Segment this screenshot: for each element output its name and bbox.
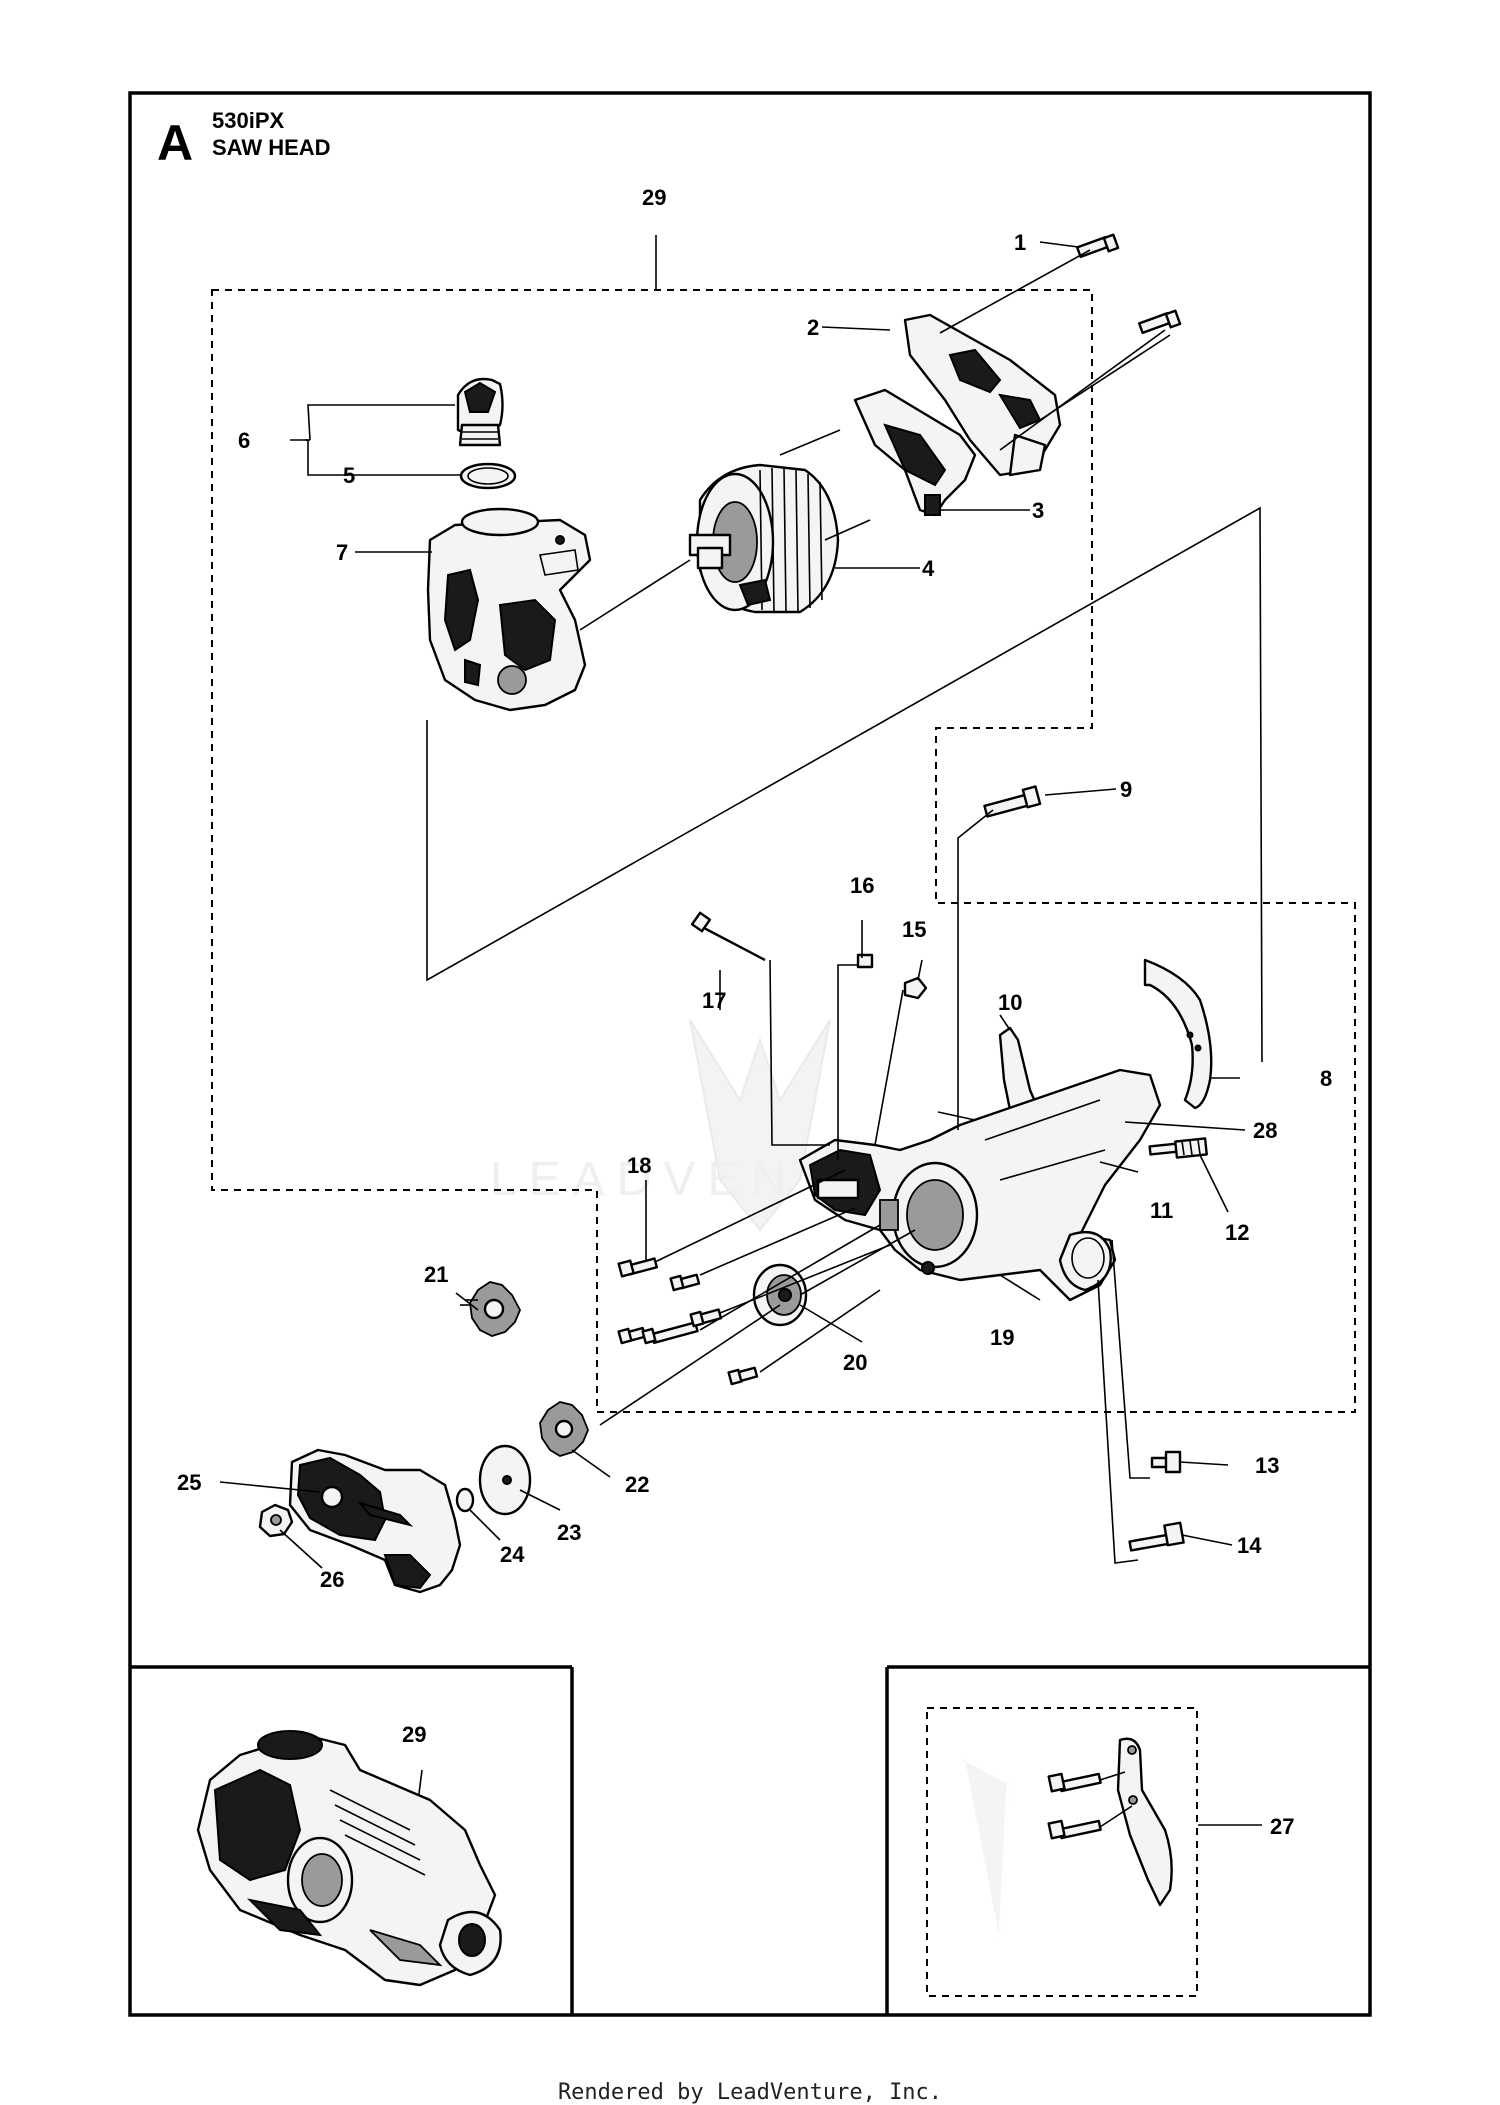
leader-lines (219, 241, 1262, 1826)
part-19-gear-housing (798, 1068, 1162, 1302)
housing-screw-a (669, 1273, 701, 1292)
callout-21: 21 (424, 1262, 448, 1287)
part-23-washer (478, 1444, 532, 1516)
callout-1: 1 (1014, 230, 1026, 255)
callout-11: 11 (1150, 1198, 1173, 1223)
callout-6: 6 (238, 428, 250, 453)
assembly-name: SAW HEAD (212, 135, 331, 160)
housing-screw-b (617, 1326, 647, 1345)
part-12-adjuster (1148, 1137, 1208, 1159)
callout-labels: 1 2 3 4 5 6 7 8 9 10 11 12 13 14 15 16 1… (177, 185, 1332, 1839)
callout-29-inset: 29 (402, 1722, 426, 1747)
part-17-bolt (690, 911, 766, 962)
callout-9: 9 (1120, 777, 1132, 802)
callout-3: 3 (1032, 498, 1044, 523)
part-16-clip (856, 953, 874, 969)
callout-13: 13 (1255, 1453, 1279, 1478)
housing-screw-e (727, 1366, 759, 1386)
part-4-motor (688, 463, 840, 614)
housing-screw-d (689, 1308, 723, 1328)
callout-29: 29 (642, 185, 666, 210)
exploded-view-lines (426, 249, 1263, 1564)
section-letter: A (157, 115, 193, 171)
callout-25: 25 (177, 1470, 201, 1495)
inset-accessory-kit (964, 1737, 1173, 1941)
callout-28: 28 (1253, 1118, 1277, 1143)
callout-10: 10 (998, 990, 1022, 1015)
part-21-sprocket (469, 1281, 521, 1337)
inset-assembled-saw-head (196, 1730, 502, 1987)
part-22-sprocket (539, 1401, 589, 1457)
part-13-screw (1150, 1450, 1182, 1474)
callout-15: 15 (902, 917, 926, 942)
part-6-cap (456, 377, 504, 447)
part-15-nut (903, 976, 928, 1000)
callout-18: 18 (627, 1153, 651, 1178)
part-25-sprocket-cover (288, 1448, 462, 1594)
part-8-clamp-ring (1143, 958, 1213, 1110)
assembly-29-group-outline (211, 289, 1356, 1413)
callout-16: 16 (850, 873, 874, 898)
main-frame (128, 91, 1372, 2017)
callout-26: 26 (320, 1567, 344, 1592)
callout-19: 19 (990, 1325, 1014, 1350)
part-18-screw (617, 1257, 659, 1278)
model-name: 530iPX (212, 108, 284, 133)
footer-credit: Rendered by LeadVenture, Inc. (557, 2080, 943, 2105)
callout-27: 27 (1270, 1814, 1294, 1839)
screw-upper-right (1137, 309, 1182, 335)
part-9-screw (983, 785, 1042, 818)
callout-12: 12 (1225, 1220, 1249, 1245)
callout-2: 2 (807, 315, 819, 340)
part-24-circlip (455, 1487, 475, 1513)
callout-7: 7 (336, 540, 348, 565)
part-1-screw (1075, 233, 1120, 259)
callout-4: 4 (922, 556, 935, 581)
callout-23: 23 (557, 1520, 581, 1545)
part-20-pulley (752, 1263, 808, 1327)
part-14-screw (1128, 1521, 1185, 1552)
part-7-housing (426, 507, 592, 712)
housing-screw-c (641, 1321, 699, 1345)
callout-17: 17 (702, 988, 726, 1013)
callout-20: 20 (843, 1350, 867, 1375)
part-3-inner-cover (853, 388, 977, 517)
accessory-kit-27-outline (926, 1707, 1198, 1997)
part-26-nut (258, 1503, 294, 1538)
callout-22: 22 (625, 1472, 649, 1497)
callout-8: 8 (1320, 1066, 1332, 1091)
callout-24: 24 (500, 1542, 525, 1567)
callout-5: 5 (343, 463, 355, 488)
callout-14: 14 (1237, 1533, 1262, 1558)
